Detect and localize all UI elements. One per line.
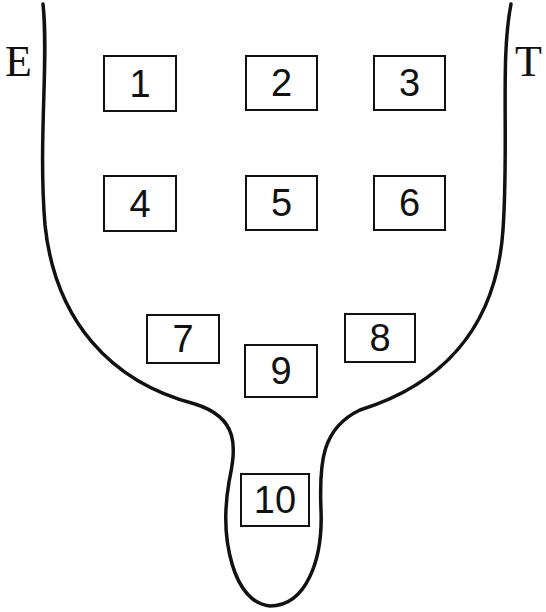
organ-contour <box>43 4 511 606</box>
numbered-box: 7 <box>146 314 220 364</box>
numbered-box: 8 <box>344 313 416 363</box>
callout-number: 6 <box>399 184 420 222</box>
numbered-box: 2 <box>245 55 318 111</box>
numbered-box: 1 <box>103 55 177 112</box>
callout-number: 5 <box>271 184 292 222</box>
numbered-box: 6 <box>373 175 446 231</box>
numbered-box: 3 <box>373 55 446 111</box>
numbered-box: 10 <box>240 473 310 527</box>
callout-number: 10 <box>254 481 296 519</box>
callout-number: 7 <box>172 320 193 358</box>
numbered-box: 9 <box>244 344 318 398</box>
callout-number: 1 <box>129 65 150 103</box>
callout-number: 8 <box>369 319 390 357</box>
side-letter: T <box>515 40 542 84</box>
numbered-box: 5 <box>245 175 318 231</box>
callout-number: 4 <box>129 185 150 223</box>
numbered-box: 4 <box>103 175 177 232</box>
callout-number: 2 <box>271 64 292 102</box>
callout-number: 3 <box>399 64 420 102</box>
callout-number: 9 <box>270 352 291 390</box>
side-letter: E <box>5 40 32 84</box>
